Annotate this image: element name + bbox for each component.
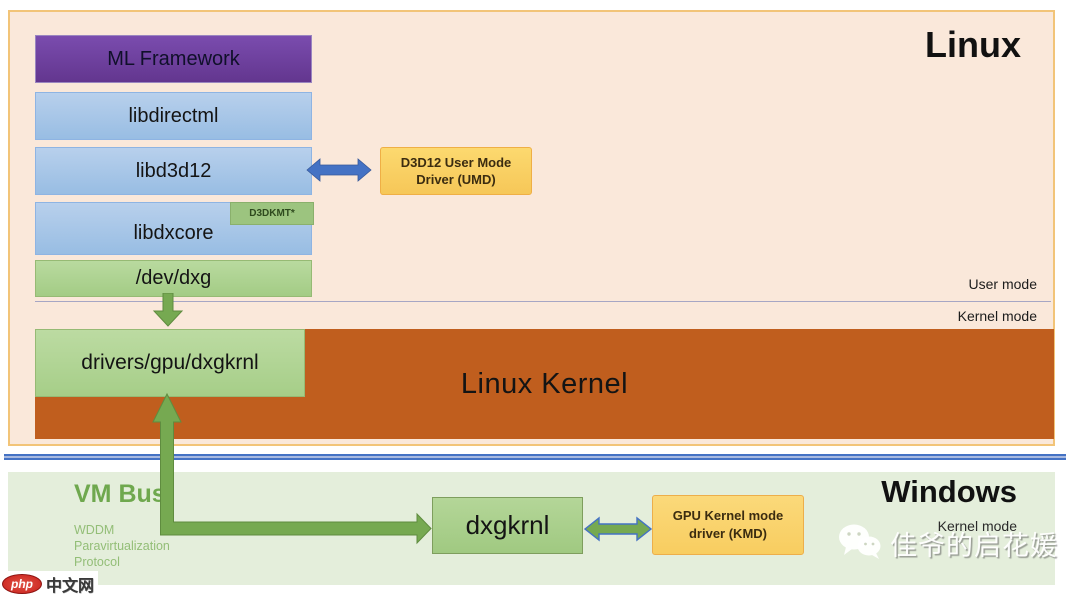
kernel-mode-label: Kernel mode (957, 308, 1037, 324)
vm-bus-title: VM Bus (74, 480, 166, 508)
user-kernel-divider-line (35, 301, 1051, 302)
section-separator-line (4, 454, 1066, 460)
linux-kernel-label: Linux Kernel (460, 367, 629, 400)
php-logo-icon: php (2, 573, 42, 594)
libdxcore-label: libdxcore (133, 222, 214, 244)
windows-dxgkrnl-box: dxgkrnl (432, 497, 583, 554)
site-logo: php 中文网 (0, 571, 98, 596)
libdirectml-label: libdirectml (128, 104, 219, 127)
dev-dxg-label: /dev/dxg (135, 267, 212, 289)
umd-label-line1: D3D12 User Mode (400, 155, 512, 170)
d3dkmt-tag-label: D3DKMT* (249, 208, 295, 219)
ml-framework-label: ML Framework (107, 47, 240, 70)
d3d12-umd-box: D3D12 User Mode Driver (UMD) (380, 147, 532, 195)
gpu-kmd-box: GPU Kernel mode driver (KMD) (652, 495, 804, 555)
windows-dxgkrnl-label: dxgkrnl (465, 510, 550, 540)
devdxg-to-driver-down-arrow-icon (150, 292, 186, 333)
linux-section: Linux ML Framework libdirectml libd3d12 … (8, 10, 1055, 446)
wechat-account-name: 佳爷的启花媛 (890, 531, 1058, 561)
wechat-icon (838, 522, 882, 565)
libd3d12-box: libd3d12 (35, 147, 312, 195)
drivers-gpu-dxgkrnl-label: drivers/gpu/dxgkrnl (81, 351, 259, 374)
libd3d12-label: libd3d12 (135, 159, 212, 182)
d3dkmt-tag-box: D3DKMT* (230, 202, 314, 225)
vmbus-elbow-bidirectional-arrow-icon (148, 392, 438, 555)
ml-framework-box: ML Framework (35, 35, 312, 83)
umd-label-line2: Driver (UMD) (416, 172, 496, 187)
drivers-gpu-dxgkrnl-box: drivers/gpu/dxgkrnl (35, 329, 305, 397)
windows-kernel-mode-label: Kernel mode (937, 518, 1017, 534)
dev-dxg-box: /dev/dxg (35, 260, 312, 297)
vm-bus-line-paravirtualization: Paravirtualization (74, 539, 170, 553)
libdirectml-box: libdirectml (35, 92, 312, 140)
dxgkrnl-kmd-bidirectional-arrow-icon (583, 514, 653, 549)
site-logo-text: 中文网 (46, 577, 95, 595)
vm-bus-line-wddm: WDDM (74, 523, 115, 537)
kmd-label-line2: driver (KMD) (688, 526, 767, 541)
user-mode-label: User mode (968, 276, 1037, 292)
windows-section-title: Windows (881, 474, 1017, 509)
vm-bus-line-protocol: Protocol (74, 555, 120, 569)
wechat-watermark: 佳爷的启花媛 (838, 522, 1058, 565)
libd3d12-umd-bidirectional-arrow-icon (306, 156, 372, 189)
kmd-label-line1: GPU Kernel mode (672, 508, 784, 523)
linux-section-title: Linux (925, 24, 1021, 65)
vm-bus-description: WDDM Paravirtualization Protocol (74, 522, 170, 570)
